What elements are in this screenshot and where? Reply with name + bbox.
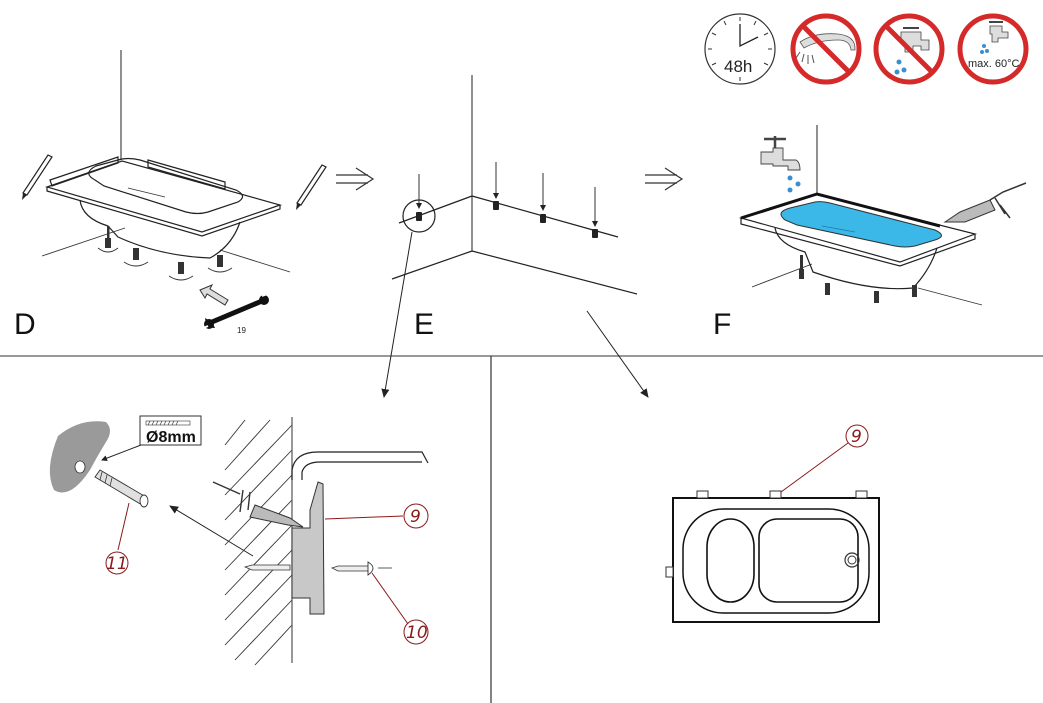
clock-icon: 48h [704,13,776,85]
mounting-bracket [291,481,325,615]
wrench-icon [200,292,271,330]
caulk-gun-icon [943,182,1027,223]
wrench-size-label: 19 [237,326,246,335]
next-step-arrow-icon [645,167,684,191]
direction-arrow-icon [199,284,229,306]
clock-duration-label: 48h [724,57,752,76]
pencil-icon [296,164,327,210]
step-d-panel: 19 D [14,50,327,341]
detail-leader-arrow [381,231,413,398]
step-letter-d: D [14,308,36,341]
max-temperature-label: max. 60°C [968,58,1020,70]
warning-icons: 48h max. 60°C [704,13,1029,85]
adjustable-leg-icon [105,226,223,274]
wall-plug-icon [94,469,149,508]
drill-size-badge: Ø8mm [139,415,202,446]
bracket-fixing-detail: Ø8mm 11 9 [49,415,429,666]
no-tap-water-icon [873,13,945,85]
drill-size-label: Ø8mm [146,429,196,446]
step-e-panel: E [381,75,649,398]
next-step-arrow-icon [336,167,375,191]
max-temperature-icon: max. 60°C [957,13,1029,85]
step-letter-f: F [713,308,731,341]
wall-hatching [224,419,293,666]
tub-top-view-detail: 9 [665,424,880,623]
step-letter-e: E [414,308,434,341]
step-f-panel: F [713,125,1027,341]
caulk-gun-icon [212,481,304,528]
callout-11: 11 [106,554,128,574]
detail-leader-arrow [586,310,649,398]
callout-9: 9 [410,507,421,527]
callout-10: 10 [406,623,428,643]
callout-9-top-view: 9 [851,427,862,447]
no-shower-icon [790,13,862,85]
pencil-icon [22,154,53,200]
faucet-icon [760,136,801,193]
